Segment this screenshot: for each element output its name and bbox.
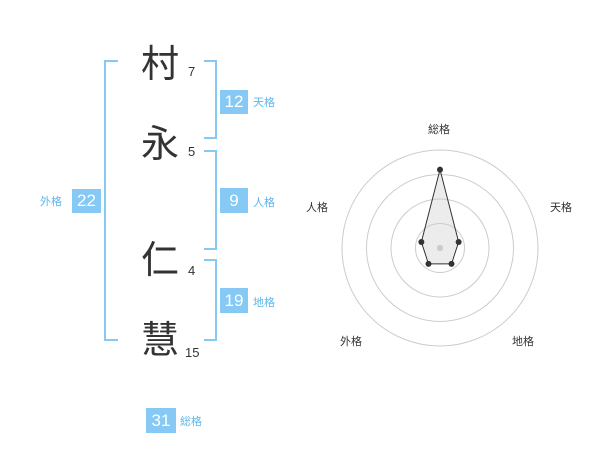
- stroke-count-3: 4: [188, 263, 196, 278]
- tenkaku-value-box: 12: [220, 90, 248, 114]
- radar-ring: [341, 149, 539, 347]
- chikaku-value-box: 19: [220, 288, 248, 313]
- stroke-count-4: 15: [185, 345, 200, 360]
- tenkaku-label: 天格: [253, 96, 275, 109]
- jinkaku-value-box: 9: [220, 188, 248, 213]
- radar-point-3: [425, 260, 432, 267]
- stroke-count-1: 7: [188, 64, 196, 79]
- name-char-1: 村: [141, 42, 180, 86]
- jinkaku-bracket: [204, 150, 217, 250]
- gaikaku-bracket: [104, 60, 118, 341]
- radar-label-jinkaku: 人格: [306, 201, 328, 214]
- radar-ring: [415, 223, 465, 273]
- stroke-count-2: 5: [188, 144, 196, 159]
- tenkaku-bracket: [204, 60, 217, 139]
- soukaku-label: 総格: [180, 415, 202, 428]
- radar-label-tenkaku: 天格: [550, 201, 572, 214]
- radar-ring: [390, 198, 490, 298]
- radar-point-0: [437, 166, 443, 173]
- radar-label-soukaku: 総格: [428, 123, 450, 136]
- radar-point-2: [448, 260, 455, 267]
- radar-label-gaikaku: 外格: [340, 335, 362, 348]
- name-char-3: 仁: [141, 238, 180, 282]
- jinkaku-label: 人格: [253, 196, 275, 209]
- radar-point-1: [455, 238, 462, 245]
- chikaku-label: 地格: [253, 296, 275, 309]
- name-char-2: 永: [141, 122, 180, 166]
- gaikaku-label: 外格: [40, 195, 62, 208]
- chikaku-bracket: [204, 259, 217, 341]
- radar-center: [437, 245, 443, 251]
- name-char-4: 慧: [141, 318, 180, 362]
- soukaku-value-box: 31: [146, 408, 176, 433]
- radar-point-4: [418, 238, 425, 245]
- radar-ring: [366, 174, 514, 322]
- radar-label-chikaku: 地格: [512, 335, 534, 348]
- gaikaku-value-box: 22: [72, 189, 101, 213]
- radar-series-polygon: [420, 169, 460, 265]
